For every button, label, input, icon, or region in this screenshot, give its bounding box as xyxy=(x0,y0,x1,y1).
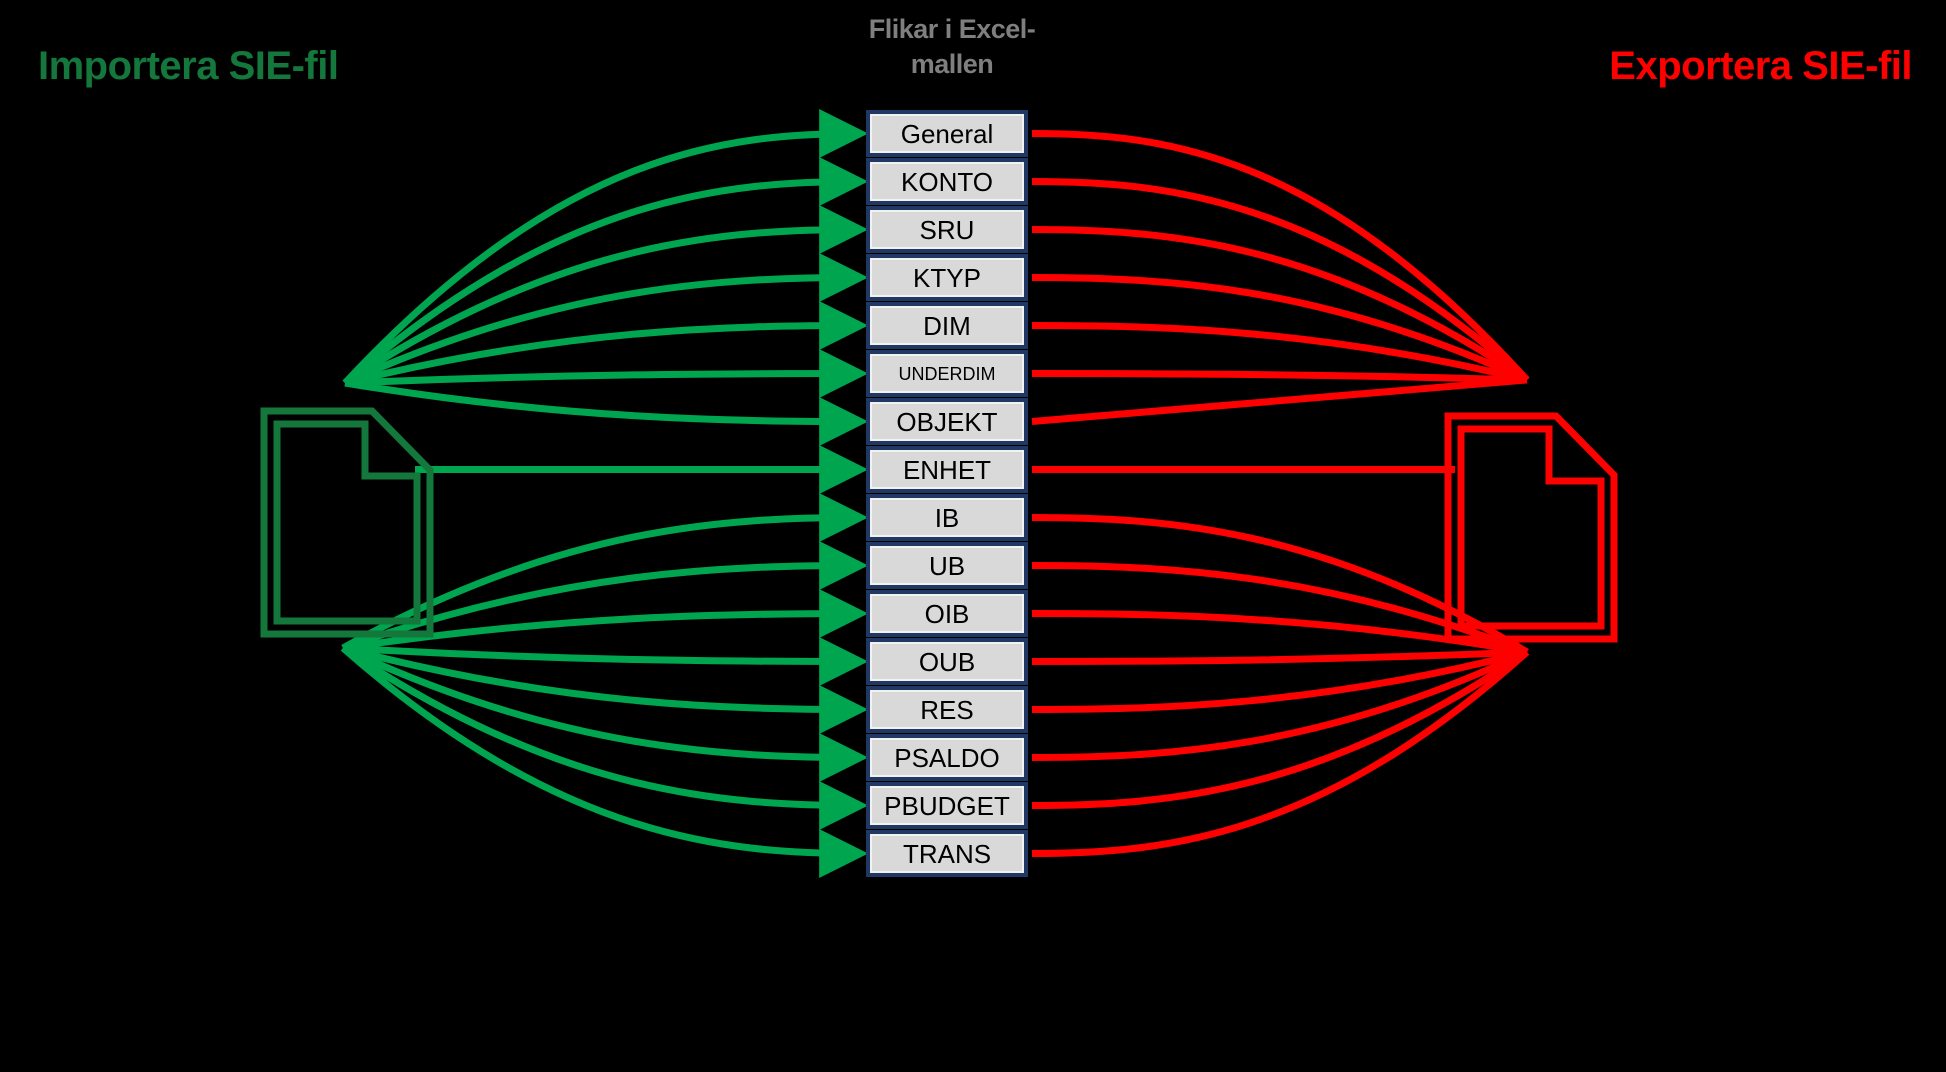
import-connector-res xyxy=(342,644,869,734)
tab-box-general[interactable]: General xyxy=(866,110,1028,157)
import-connector-konto xyxy=(342,157,869,386)
import-connector-pbudget xyxy=(341,645,869,830)
export-connector-objekt xyxy=(1031,376,1528,425)
tab-label: SRU xyxy=(919,214,975,245)
export-connector-oib xyxy=(1031,610,1528,656)
export-connector-ib xyxy=(1031,514,1529,655)
tab-box-oub[interactable]: OUB xyxy=(866,638,1028,685)
tab-label: DIM xyxy=(923,310,971,341)
import-connector-underdim xyxy=(344,349,869,399)
tab-box-psaldo[interactable]: PSALDO xyxy=(866,734,1028,781)
tab-label: KTYP xyxy=(913,262,981,293)
export-connector-res xyxy=(1031,648,1528,713)
tab-label: PSALDO xyxy=(894,742,1000,773)
tab-box-ib[interactable]: IB xyxy=(866,494,1028,541)
export-title: Exportera SIE-fil xyxy=(1609,44,1912,88)
tab-label: OBJEKT xyxy=(896,406,998,437)
tab-box-enhet[interactable]: ENHET xyxy=(866,446,1028,493)
tab-box-konto[interactable]: KONTO xyxy=(866,158,1028,205)
tab-box-res[interactable]: RES xyxy=(866,686,1028,733)
export-connector-trans xyxy=(1031,649,1530,857)
tab-box-trans[interactable]: TRANS xyxy=(866,830,1028,877)
tab-label: ENHET xyxy=(902,454,992,485)
export-connector-psaldo xyxy=(1031,648,1529,761)
tab-label: RES xyxy=(920,694,974,725)
tab-label: OIB xyxy=(924,598,970,629)
import-connector-dim xyxy=(344,301,869,387)
import-document-icon[interactable] xyxy=(260,407,434,638)
export-connector-general xyxy=(1031,130,1530,383)
export-connector-ktyp xyxy=(1031,274,1529,384)
tab-label: PBUDGET xyxy=(884,790,1010,821)
import-title: Importera SIE-fil xyxy=(38,44,339,88)
import-connector-trans xyxy=(340,645,869,878)
tab-label: UNDERDIM xyxy=(898,363,996,384)
import-connector-ktyp xyxy=(343,253,869,387)
export-document-icon[interactable] xyxy=(1444,412,1618,643)
tab-box-ub[interactable]: UB xyxy=(866,542,1028,589)
export-connector-pbudget xyxy=(1031,649,1529,809)
tab-box-objekt[interactable]: OBJEKT xyxy=(866,398,1028,445)
export-connector-ub xyxy=(1031,562,1529,656)
export-connectors xyxy=(1031,130,1530,857)
export-connector-dim xyxy=(1031,322,1528,384)
tab-label: UB xyxy=(928,550,966,581)
tab-label: TRANS xyxy=(902,838,992,869)
center-column-title: Flikar i Excel-mallen xyxy=(868,14,1036,79)
tab-box-ktyp[interactable]: KTYP xyxy=(866,254,1028,301)
export-connector-underdim xyxy=(1031,370,1528,384)
tab-label: KONTO xyxy=(901,166,993,197)
import-connector-general xyxy=(342,109,869,386)
tab-box-oib[interactable]: OIB xyxy=(866,590,1028,637)
import-connector-sru xyxy=(343,205,869,386)
tab-box-underdim[interactable]: UNDERDIM xyxy=(866,350,1028,397)
export-connector-oub xyxy=(1031,648,1528,665)
tab-box-dim[interactable]: DIM xyxy=(866,302,1028,349)
export-connector-sru xyxy=(1031,226,1529,383)
tab-label: OUB xyxy=(918,646,976,677)
tab-label: IB xyxy=(934,502,960,533)
tab-label: General xyxy=(900,118,994,149)
import-connector-oub xyxy=(342,636,869,686)
import-connector-objekt xyxy=(344,379,869,446)
import-connector-psaldo xyxy=(341,644,869,782)
export-connector-konto xyxy=(1031,178,1530,383)
tab-box-pbudget[interactable]: PBUDGET xyxy=(866,782,1028,829)
tab-box-sru[interactable]: SRU xyxy=(866,206,1028,253)
